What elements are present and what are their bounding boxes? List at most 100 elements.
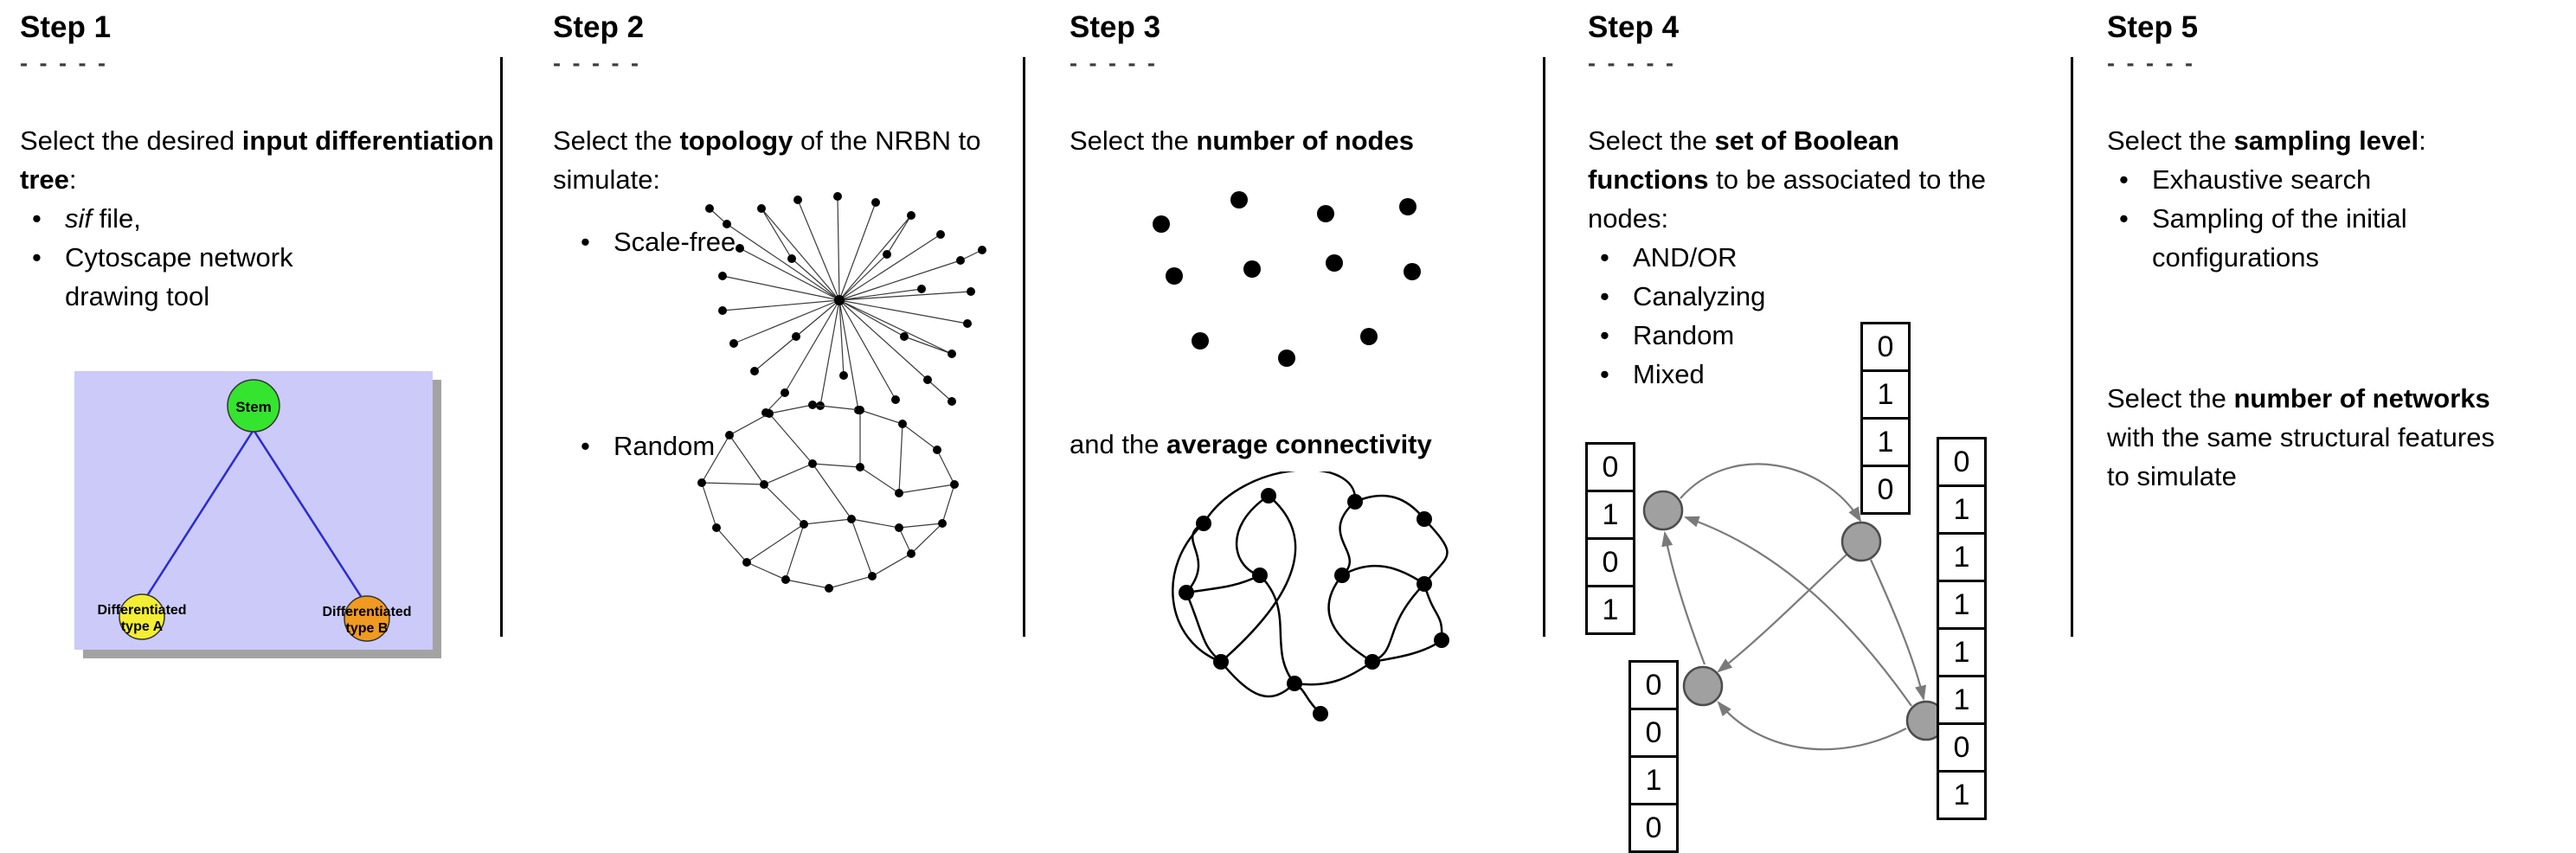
type-a-label-line2: type A <box>121 619 164 634</box>
column-divider-2 <box>1023 57 1025 637</box>
column-divider-3 <box>1543 57 1545 637</box>
step-4-dashes: - - - - - <box>1588 50 1676 76</box>
text-segment: Select the <box>2107 125 2234 156</box>
step-5-instruction-sampling: Select the sampling level: <box>2107 122 2576 161</box>
text-segment: Select the desired <box>20 125 242 156</box>
text-segment-bold: number of networks <box>2233 382 2490 414</box>
truth-table-cell: 0 <box>1860 322 1911 372</box>
boolean-network-illustration: 0 1 1 0 0 1 0 1 0 1 1 1 1 1 0 1 0 0 1 0 <box>1575 311 2081 853</box>
scale-free-nodes <box>705 192 986 417</box>
truth-table-cell: 0 <box>1585 442 1635 492</box>
text-segment: Select the <box>1588 125 1715 156</box>
text-segment-italic: sif <box>65 202 92 234</box>
scatter-dots <box>1153 191 1421 367</box>
bullet-label: Random <box>1633 319 1735 350</box>
leaf-node-labels: Differentiated type A Differentiated typ… <box>97 603 411 636</box>
bullet-label: sif file, <box>65 200 494 239</box>
step-3-column: Step 3 - - - - - Select the number of no… <box>1070 0 1543 722</box>
bullet-icon: • <box>1600 241 1609 273</box>
truth-table-cell: 1 <box>1860 417 1911 467</box>
text-segment: Select the <box>2107 382 2234 414</box>
step-5-dashes: - - - - - <box>2107 50 2195 76</box>
step-5-instruction-networks: Select the number of networks with the s… <box>2107 380 2522 497</box>
text-segment-bold: average connectivity <box>1166 429 1432 459</box>
stem-node <box>227 379 280 433</box>
text-segment: Select the <box>1070 125 1197 156</box>
bullet-label: Scale-free <box>613 227 736 257</box>
bullet-label: Sampling of the initial configurations <box>2152 202 2407 273</box>
bullet-icon: • <box>32 202 42 234</box>
text-segment-bold: topology <box>679 125 793 156</box>
text-segment: and the <box>1070 429 1167 459</box>
differentiated-type-a-node <box>119 593 165 640</box>
truth-table-right: 0 1 1 1 1 1 0 1 <box>1937 437 1987 820</box>
truth-table-cell: 0 <box>1937 437 1987 487</box>
truth-table-cell: 1 <box>1937 532 1987 582</box>
step-1-dashes: - - - - - <box>20 50 108 76</box>
text-segment-bold: sampling level <box>2233 125 2419 156</box>
text-segment-bold: input differentiation tree <box>20 125 494 195</box>
step-2-dashes: - - - - - <box>553 50 641 76</box>
bullet-label: Canalyzing <box>1633 280 1766 311</box>
connectivity-edges <box>1172 471 1449 715</box>
bullet-label: AND/OR <box>1633 241 1738 273</box>
truth-table-bottom: 0 0 1 0 <box>1628 660 1679 853</box>
bullet-icon: • <box>1600 358 1609 389</box>
truth-table-cell: 0 <box>1628 803 1679 853</box>
random-edges <box>701 404 955 589</box>
bullet-exhaustive-search: • Exhaustive search <box>2107 161 2576 200</box>
bullet-and-or: • AND/OR <box>1588 239 2071 278</box>
text-segment: to be associated to the nodes: <box>1588 164 1987 234</box>
bullet-icon: • <box>581 431 590 461</box>
truth-table-cell: 1 <box>1628 755 1679 805</box>
truth-table-cell: 1 <box>1937 580 1987 630</box>
bullet-icon: • <box>2119 164 2129 195</box>
text-segment: with the same structural features to sim… <box>2107 421 2495 491</box>
text-segment: file, <box>92 202 141 234</box>
step-5-column: Step 5 - - - - - Select the sampling lev… <box>2107 0 2576 497</box>
bullet-sif-file: • sif file, <box>20 200 494 239</box>
text-segment: Select the <box>553 125 680 156</box>
bullet-icon: • <box>1600 280 1609 311</box>
bullet-cytoscape: • Cytoscape network drawing tool <box>20 239 494 317</box>
tree-edges <box>142 429 367 604</box>
text-segment: : <box>2419 125 2426 156</box>
step-4-heading: Step 4 <box>1588 10 1680 44</box>
bullet-label: Exhaustive search <box>2152 164 2372 195</box>
step-2-column: Step 2 - - - - - Select the topology of … <box>553 0 1023 593</box>
step-2-instruction: Select the topology of the NRBN to simul… <box>553 122 1023 200</box>
step-3-heading: Step 3 <box>1070 10 1161 44</box>
truth-table-cell: 0 <box>1860 465 1911 515</box>
bullet-scale-free: • Scale-free <box>569 223 828 262</box>
bullet-icon: • <box>2119 202 2129 234</box>
truth-table-cell: 1 <box>1860 369 1911 420</box>
differentiated-type-b-node <box>344 595 390 642</box>
truth-table-cell: 0 <box>1585 537 1635 587</box>
column-divider-1 <box>500 57 503 637</box>
nodes-scatter-illustration <box>1153 191 1421 367</box>
connectivity-nodes <box>1179 488 1449 722</box>
truth-table-cell: 1 <box>1937 770 1987 820</box>
boolean-network-graph <box>1642 463 1947 751</box>
truth-table-cell: 1 <box>1937 484 1987 535</box>
column-divider-4 <box>2071 57 2073 637</box>
type-b-label-line2: type B <box>346 621 389 636</box>
step-1-column: Step 1 - - - - - Select the desired inpu… <box>20 0 494 658</box>
truth-table-cell: 1 <box>1585 585 1635 635</box>
bullet-icon: • <box>1600 319 1609 350</box>
step-1-instruction: Select the desired input differentiation… <box>20 122 494 200</box>
bullet-label: Random <box>613 431 716 461</box>
bullet-label: Cytoscape network drawing tool <box>65 241 293 311</box>
text-segment: : <box>68 164 77 195</box>
truth-table-cell: 0 <box>1628 660 1679 710</box>
text-segment-bold: number of nodes <box>1196 125 1414 156</box>
step-4-column: Step 4 - - - - - Select the set of Boole… <box>1585 0 2071 853</box>
step-4-instruction: Select the set of Boolean functions to b… <box>1588 122 1995 239</box>
scale-free-network-illustration <box>705 192 986 417</box>
bullet-icon: • <box>32 241 42 273</box>
text-segment: of the NRBN to simulate: <box>553 125 981 195</box>
type-b-label-line1: Differentiated <box>322 605 411 619</box>
boolean-network-nodes <box>1642 490 1947 741</box>
connectivity-graph-illustration <box>1172 471 1449 722</box>
bullet-random: • Random <box>569 427 828 466</box>
